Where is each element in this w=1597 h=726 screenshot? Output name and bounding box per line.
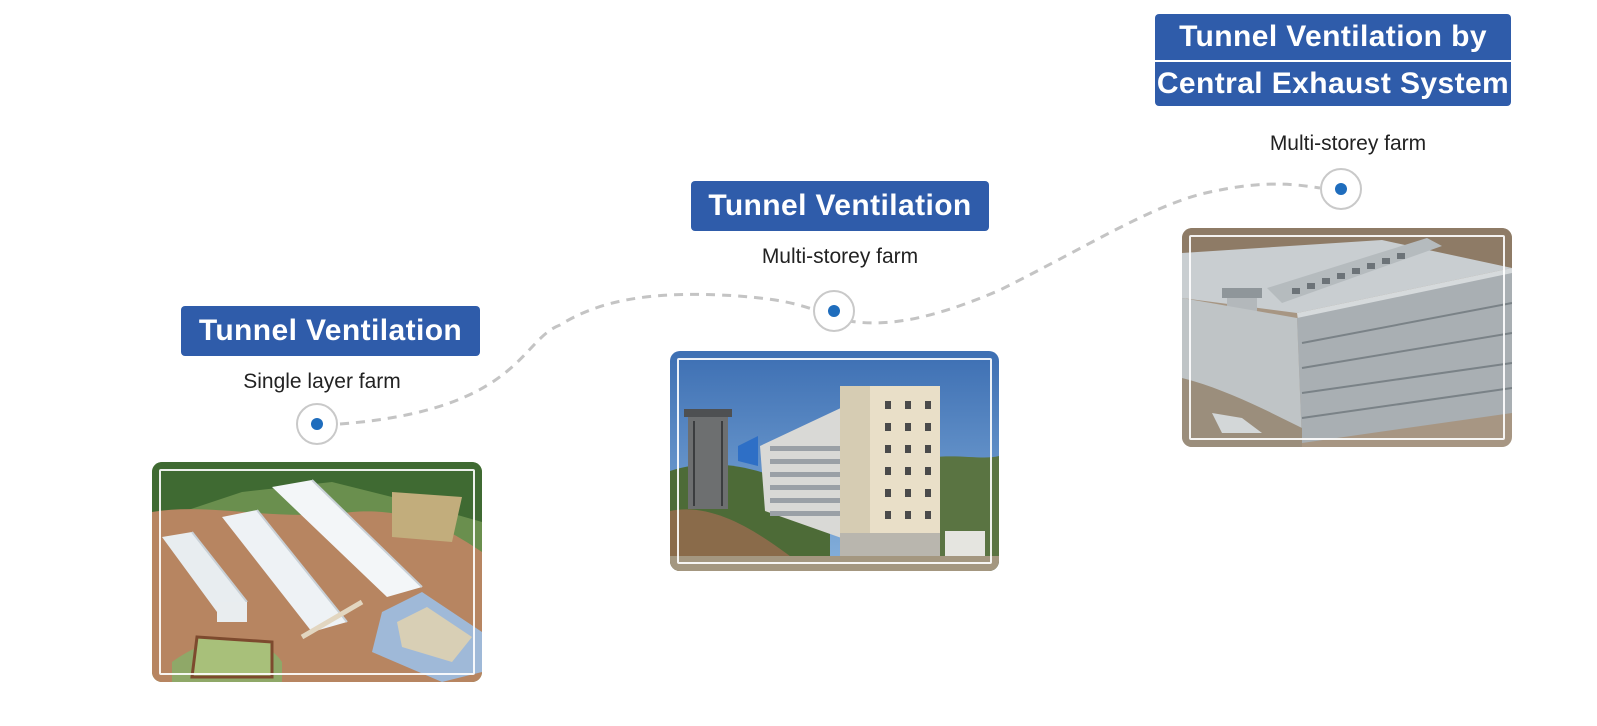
node-dot [311,418,323,430]
stage-1-subtitle: Single layer farm [243,370,401,393]
stage-3-photo [1182,228,1512,447]
stage-1-title: Tunnel Ventilation [181,306,480,356]
stage-1-node [296,403,338,445]
node-dot [1335,183,1347,195]
multistorey-building-photo [670,351,999,571]
stage-2-node [813,290,855,332]
photo-frame [677,358,992,564]
central-exhaust-building-photo [1182,228,1512,447]
stage-2-photo [670,351,999,571]
aerial-farm-photo [152,462,482,682]
photo-frame [159,469,475,675]
stage-3-subtitle: Multi-storey farm [1269,132,1427,155]
stage-3-node [1320,168,1362,210]
node-dot [828,305,840,317]
stage-3-title: Tunnel Ventilation by Central Exhaust Sy… [1155,14,1511,106]
stage-2-subtitle: Multi-storey farm [761,245,919,268]
stage-2-title: Tunnel Ventilation [691,181,989,231]
stage-1-photo [152,462,482,682]
stage-3-title-line-2: Central Exhaust System [1156,67,1510,100]
stage-3-title-line-1: Tunnel Ventilation by [1155,17,1511,62]
photo-frame [1189,235,1505,440]
